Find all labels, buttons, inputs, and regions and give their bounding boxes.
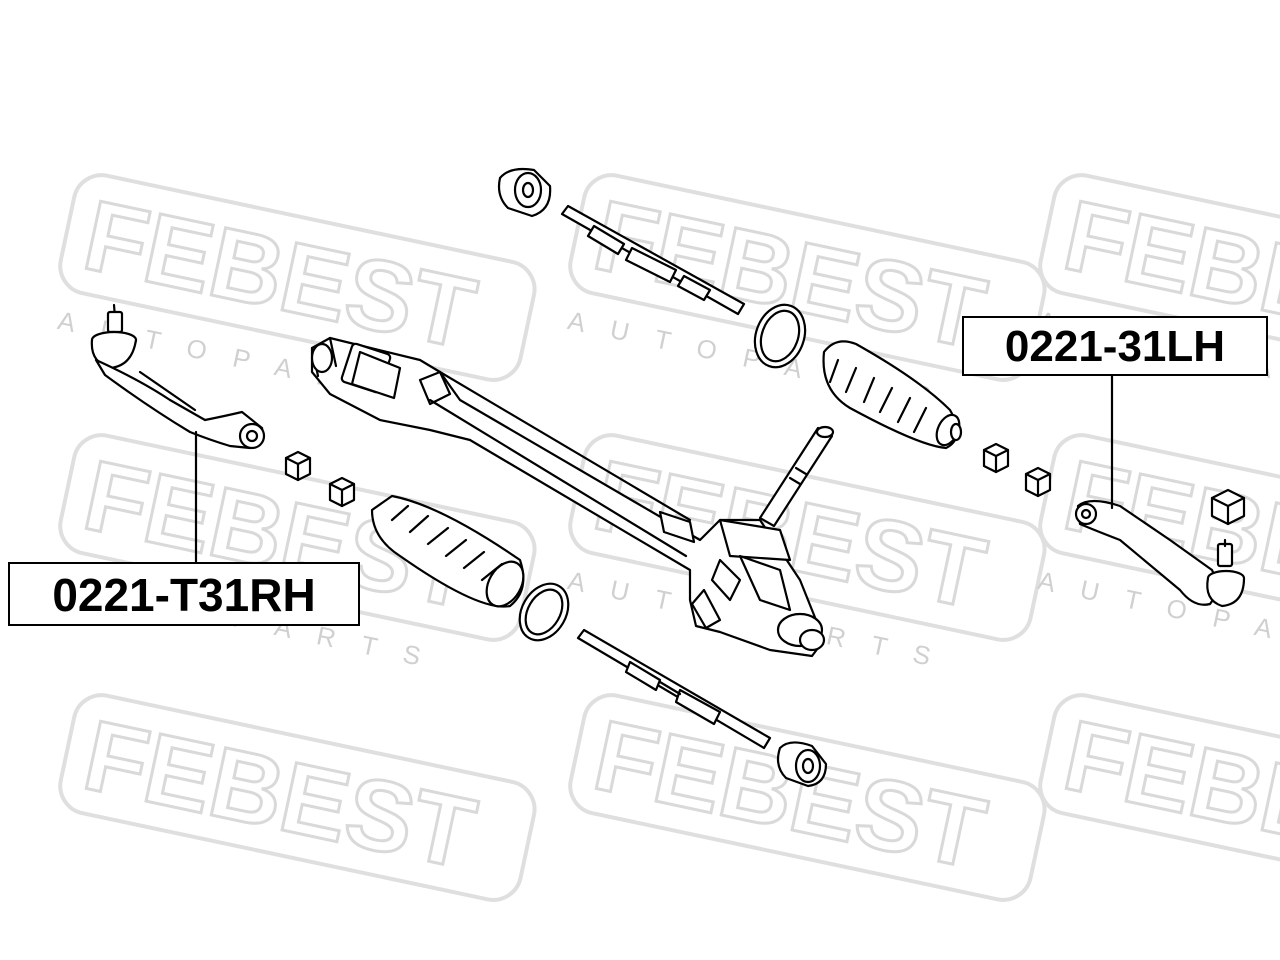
lock-nut-part bbox=[1024, 466, 1052, 498]
rack-bushing-lower-part bbox=[776, 741, 828, 788]
rack-bushing-upper-part bbox=[497, 167, 552, 218]
steering-boot-upper-part bbox=[822, 340, 963, 450]
part-number-label-rh: 0221-T31RH bbox=[8, 562, 360, 626]
castle-nut-part bbox=[1210, 488, 1246, 526]
watermark-brand: FEBEST bbox=[585, 699, 994, 891]
boot-clamp-ring-part bbox=[753, 303, 807, 369]
pinion-shaft-part bbox=[758, 425, 835, 528]
lock-nut-part bbox=[982, 442, 1010, 474]
watermark-brand: FEBEST bbox=[75, 699, 484, 891]
tie-rod-end-right-part bbox=[90, 303, 266, 450]
boot-clamp-ring-part bbox=[518, 582, 570, 642]
inner-tie-rod-lower-part bbox=[576, 628, 772, 750]
inner-tie-rod-upper-part bbox=[560, 204, 746, 316]
part-number-label-lh: 0221-31LH bbox=[962, 316, 1268, 376]
tie-rod-end-left-part bbox=[1074, 499, 1246, 608]
leader-lines bbox=[194, 374, 1114, 566]
lock-nut-part bbox=[328, 476, 356, 508]
lock-nut-part bbox=[284, 450, 312, 482]
steering-boot-lower-part bbox=[370, 494, 525, 608]
steering-rack-housing-part bbox=[310, 336, 826, 658]
